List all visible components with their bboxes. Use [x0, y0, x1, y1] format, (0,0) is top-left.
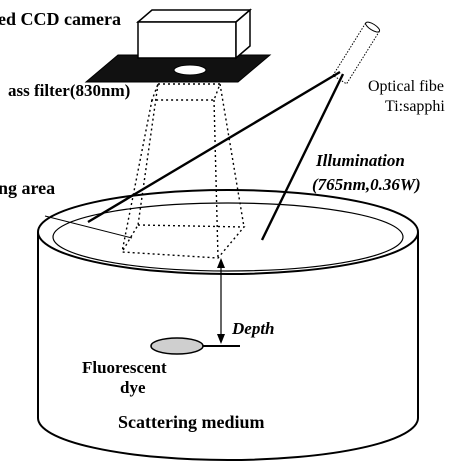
depth-indicator	[203, 258, 240, 347]
imaging-field-of-view	[120, 83, 246, 259]
camera-label: ed CCD camera	[0, 9, 121, 29]
fov-ray-right-front	[213, 99, 219, 259]
imaging-area-label: ng area	[0, 178, 55, 198]
camera-body-front	[137, 21, 237, 59]
illumination-spec-label: (765nm,0.36W)	[312, 175, 421, 194]
imaging-area-outline	[120, 224, 246, 259]
ccd-camera	[84, 8, 272, 83]
illumination-beam-right	[260, 73, 345, 241]
fiber-tip-body	[332, 22, 381, 85]
filter-label: ass filter(830nm)	[8, 81, 130, 100]
depth-arrow-top-head	[217, 258, 225, 268]
liquid-surface	[52, 202, 404, 272]
fov-ray-right-back	[219, 83, 245, 228]
depth-label: Depth	[231, 319, 275, 338]
illumination-label: Illumination	[315, 151, 405, 170]
cylinder-top-rim-back	[37, 189, 419, 233]
illumination-beam-left	[87, 70, 341, 224]
cylinder-bottom	[37, 417, 419, 461]
fluorescent-dye-inclusion	[150, 337, 204, 355]
cylinder-top-rim-front	[37, 231, 419, 275]
fiber-tip-end	[365, 21, 381, 33]
fov-ray-left-back	[137, 83, 159, 226]
depth-arrow-bottom-head	[217, 334, 225, 344]
fov-ray-left-front	[121, 99, 153, 253]
dye-label-line2: dye	[120, 378, 146, 397]
filter-plane	[150, 83, 222, 101]
camera-body-top	[135, 9, 253, 23]
laser-label: Ti:sapphi	[385, 98, 445, 115]
scattering-medium-label: Scattering medium	[118, 412, 264, 432]
dye-label-line1: Fluorescent	[82, 358, 167, 377]
camera-body-side	[235, 8, 251, 60]
optical-fiber-label: Optical fibe	[368, 78, 444, 95]
imaging-area-leader	[44, 215, 133, 239]
scattering-medium-cylinder	[37, 189, 419, 461]
camera-lens-icon	[173, 64, 207, 76]
optical-fiber	[332, 21, 381, 85]
